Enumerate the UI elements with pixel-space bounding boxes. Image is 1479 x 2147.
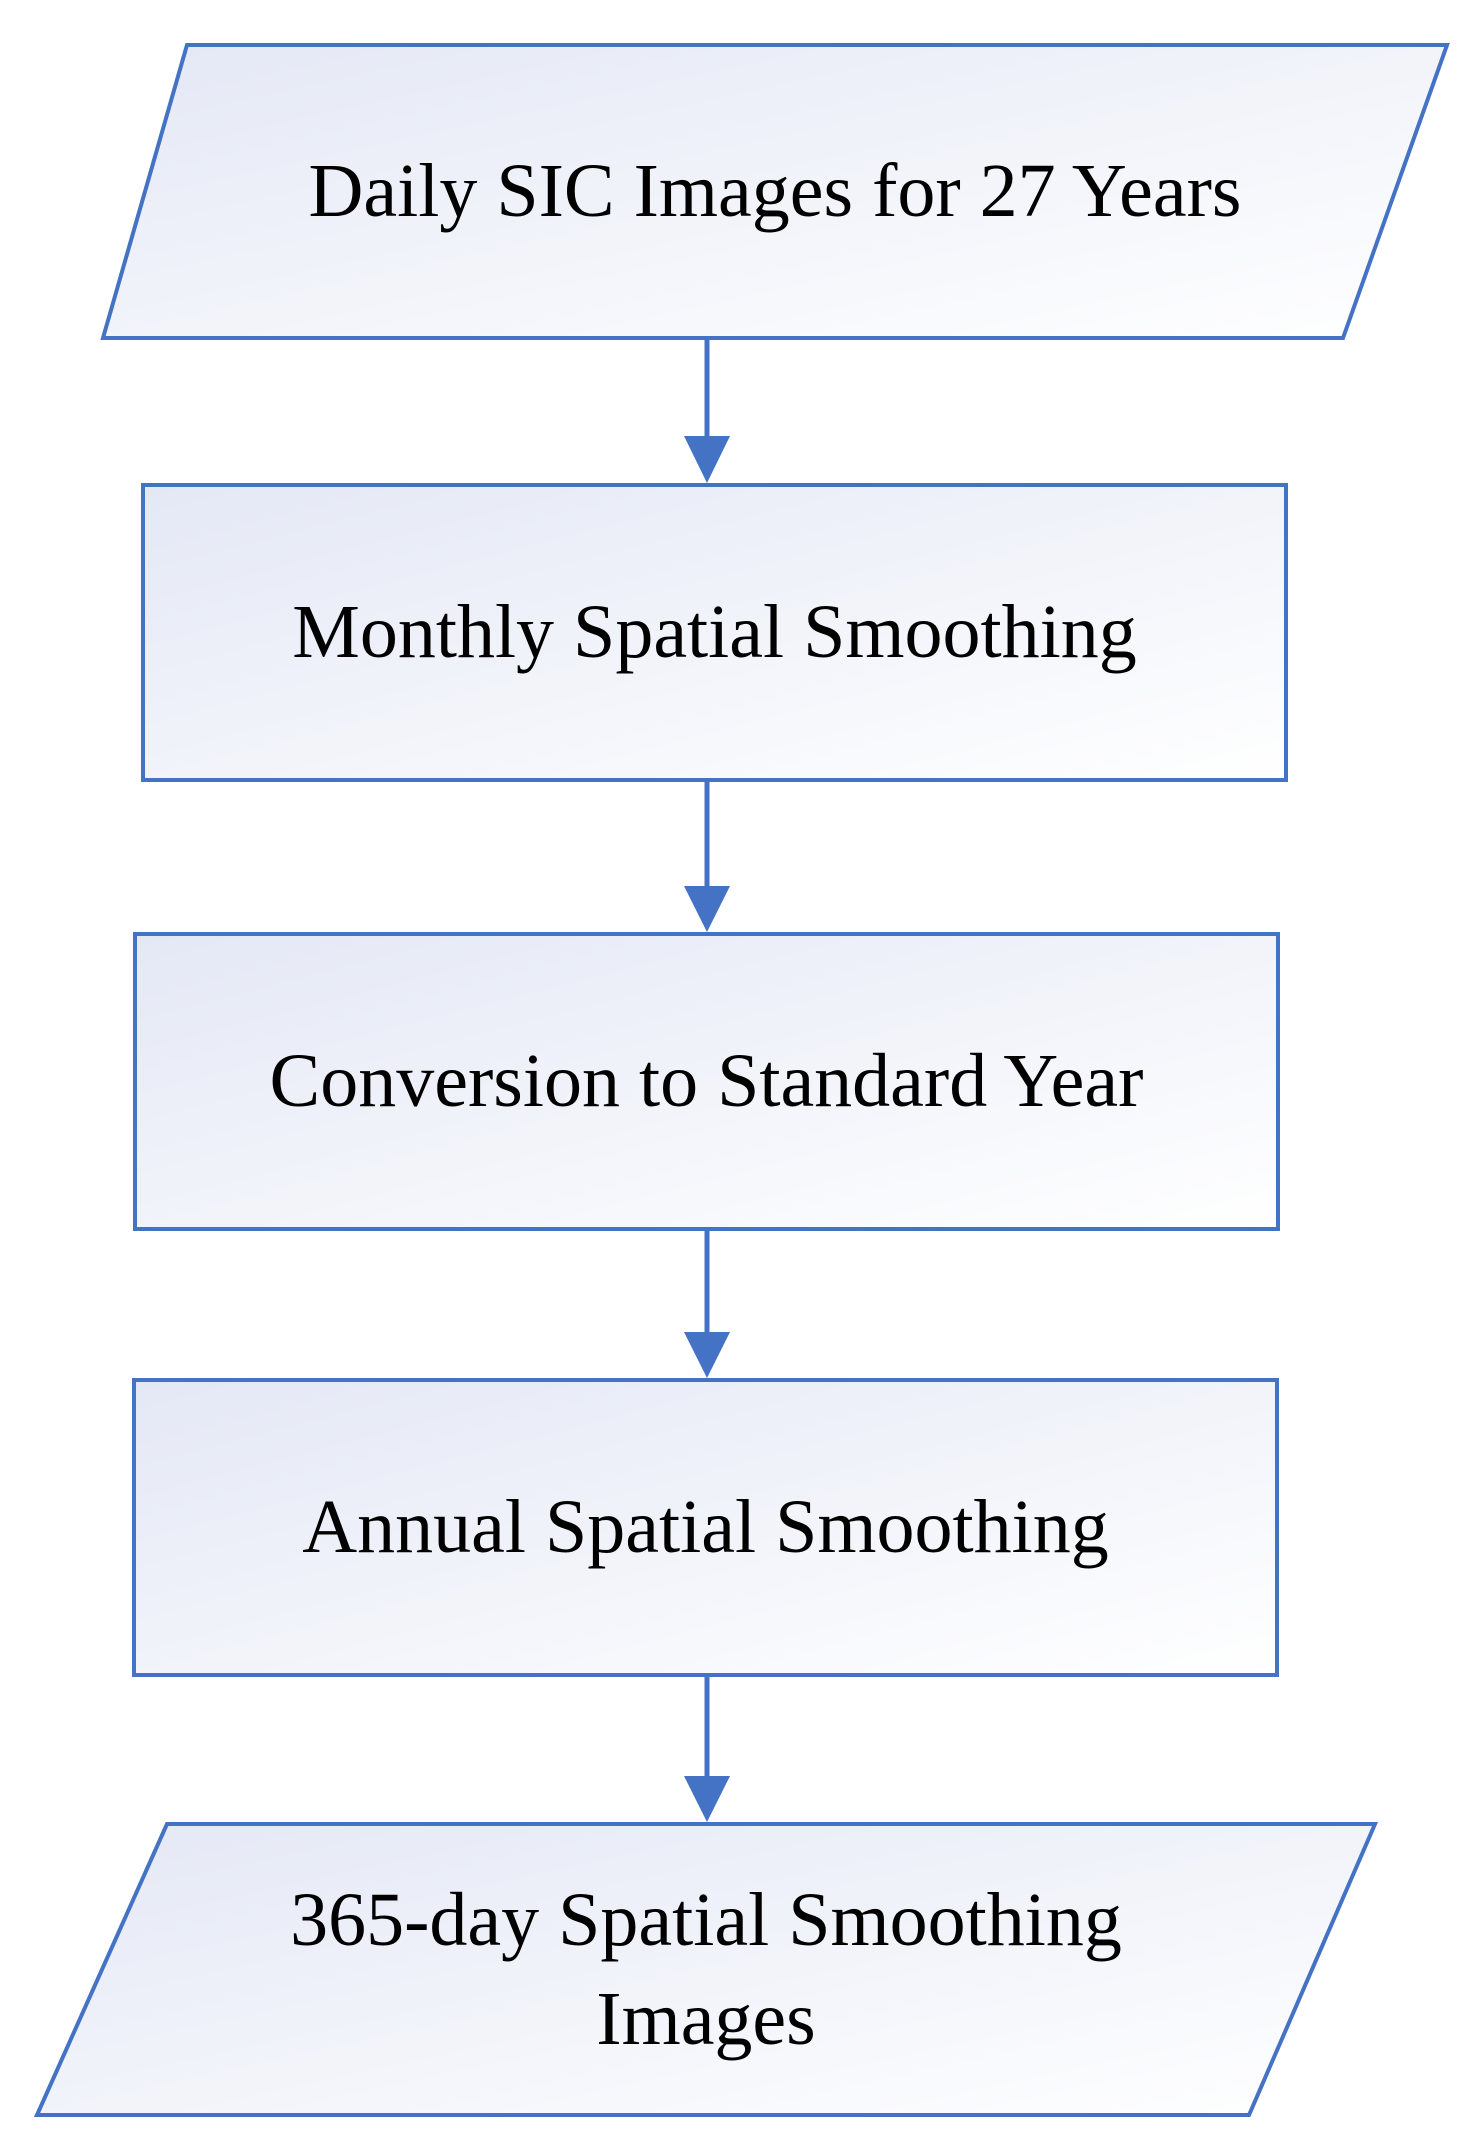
conversion-box [133, 932, 1280, 1231]
annual-smoothing-box [132, 1378, 1279, 1677]
input-node-line-1: Daily SIC Images for 27 Years [308, 149, 1242, 234]
input-node-label: Daily SIC Images for 27 Years [150, 45, 1400, 338]
output-data-parallelogram [33, 1822, 1379, 2117]
conversion-node-line-1: Conversion to Standard Year [269, 1039, 1144, 1124]
arrow-monthly-to-conversion [684, 782, 730, 932]
conversion-node-label: Conversion to Standard Year [135, 934, 1278, 1229]
arrow-conversion-to-annual [684, 1231, 730, 1378]
output-node-line-1: 365-day Spatial Smoothing [290, 1877, 1122, 1962]
monthly-node-label: Monthly Spatial Smoothing [143, 485, 1286, 780]
annual-node-line-1: Annual Spatial Smoothing [302, 1485, 1109, 1570]
arrow-input-to-monthly [684, 340, 730, 483]
annual-node-label: Annual Spatial Smoothing [134, 1380, 1277, 1675]
arrow-annual-to-output [684, 1677, 730, 1822]
output-node-line-2: Images [596, 1976, 816, 2061]
monthly-node-line-1: Monthly Spatial Smoothing [292, 590, 1137, 675]
input-data-parallelogram [100, 43, 1450, 340]
output-node-label: 365-day Spatial Smoothing Images [100, 1824, 1312, 2115]
monthly-smoothing-box [141, 483, 1288, 782]
